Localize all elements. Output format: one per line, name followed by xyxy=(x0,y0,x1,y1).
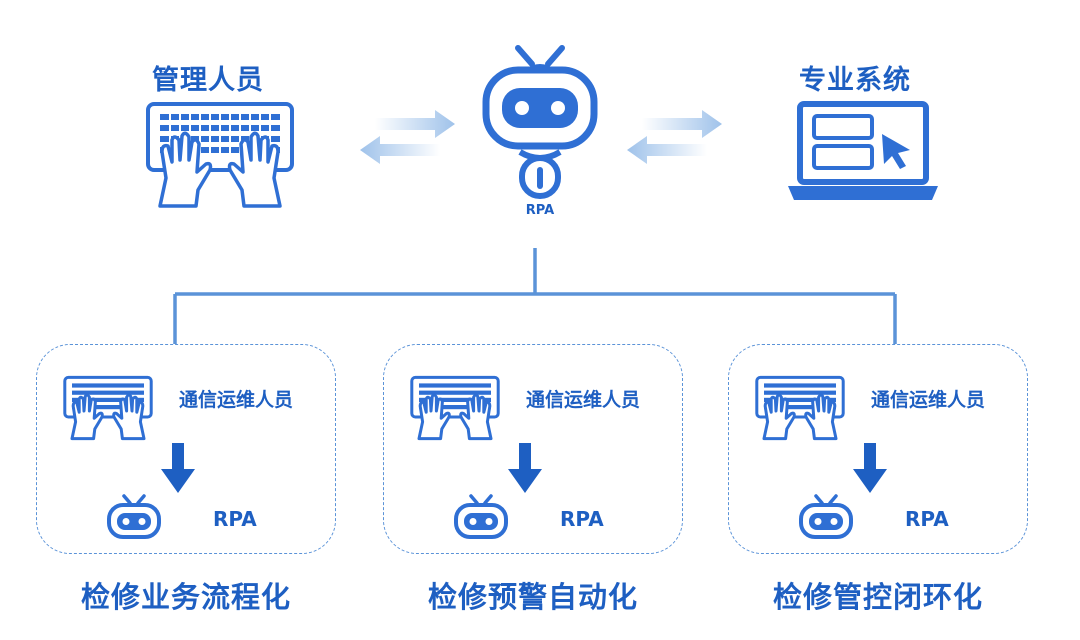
role-label: 通信运维人员 xyxy=(871,389,986,411)
manager-label: 管理人员 xyxy=(152,65,264,96)
keyboard-hands-icon xyxy=(63,375,153,441)
keyboard-hands-icon xyxy=(410,375,500,441)
system-label: 专业系统 xyxy=(799,65,911,96)
down-arrow-icon xyxy=(161,443,195,493)
down-arrow-icon xyxy=(853,443,887,493)
caption-3: 检修管控闭环化 xyxy=(772,580,983,614)
down-arrow-icon xyxy=(508,443,542,493)
bidirectional-arrows-left xyxy=(360,110,455,164)
caption-2: 检修预警自动化 xyxy=(427,580,638,614)
laptop-screen-icon xyxy=(788,101,938,200)
bidirectional-arrows-right xyxy=(627,110,722,164)
caption-1: 检修业务流程化 xyxy=(80,580,291,614)
small-robot-icon xyxy=(107,494,161,539)
rpa-label: RPA xyxy=(560,507,604,531)
role-label: 通信运维人员 xyxy=(179,389,294,411)
connector-lines xyxy=(173,248,897,344)
process-box-2: 通信运维人员 RPA xyxy=(383,344,683,554)
robot-icon xyxy=(482,45,598,199)
rpa-label: RPA xyxy=(213,507,257,531)
small-robot-icon xyxy=(799,494,853,539)
small-robot-icon xyxy=(454,494,508,539)
keyboard-hands-icon xyxy=(146,102,294,208)
process-box-1: 通信运维人员 RPA xyxy=(36,344,336,554)
process-box-3: 通信运维人员 RPA xyxy=(728,344,1028,554)
role-label: 通信运维人员 xyxy=(526,389,641,411)
rpa-label: RPA xyxy=(905,507,949,531)
rpa-center-label: RPA xyxy=(525,203,555,218)
keyboard-hands-icon xyxy=(755,375,845,441)
